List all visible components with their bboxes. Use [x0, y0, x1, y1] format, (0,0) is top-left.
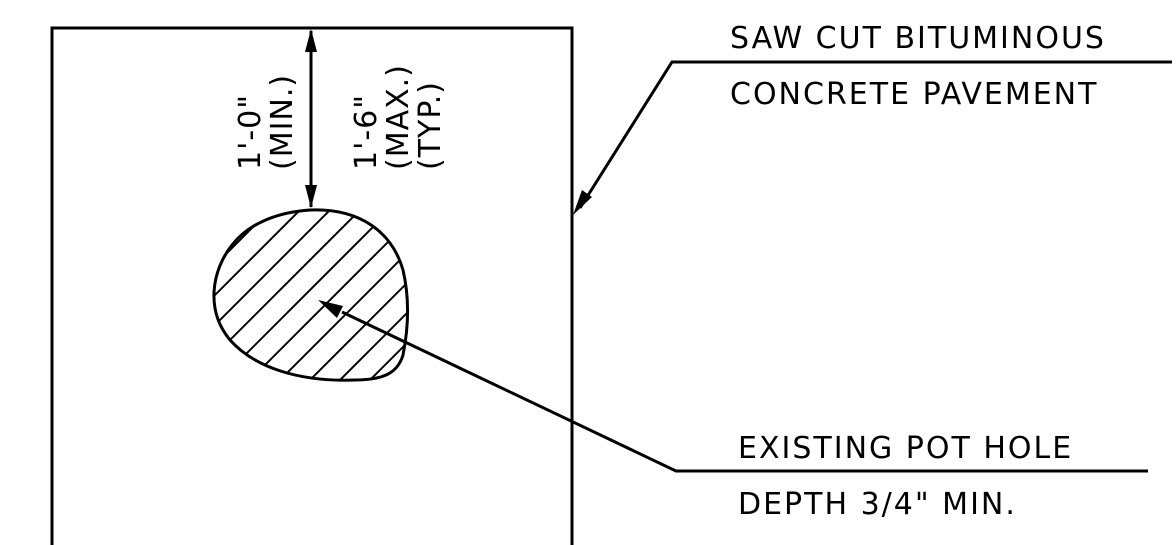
- dimension-min-note: (MIN.): [265, 74, 300, 170]
- dimension-labels: 1'-0" (MIN.) 1'-6" (MAX.) (TYP.): [233, 64, 448, 170]
- dimension-max-note: (MAX.): [381, 64, 416, 170]
- saw-cut-leader-arrow-icon: [573, 190, 592, 215]
- dimension-arrow-top-icon: [305, 29, 317, 52]
- dimension-line: [305, 29, 317, 208]
- pothole-label-line2: DEPTH 3/4" MIN.: [738, 487, 1017, 522]
- pothole-hatch: [213, 209, 408, 381]
- dimension-typ-note: (TYP.): [413, 81, 448, 170]
- pothole-outline: [212, 208, 409, 382]
- dimension-max-value: 1'-6": [349, 94, 384, 170]
- saw-cut-label-line2: CONCRETE PAVEMENT: [730, 77, 1098, 112]
- saw-cut-outline: [50, 26, 574, 545]
- dimension-arrow-bottom-icon: [305, 185, 317, 208]
- saw-cut-leader: [573, 60, 1172, 215]
- dimension-min-value: 1'-0": [233, 94, 268, 170]
- pothole-leader: [318, 300, 1148, 473]
- saw-cut-label-line1: SAW CUT BITUMINOUS: [730, 21, 1106, 56]
- pothole-label-line1: EXISTING POT HOLE: [738, 431, 1073, 466]
- pothole-leader-arrow-icon: [318, 300, 343, 318]
